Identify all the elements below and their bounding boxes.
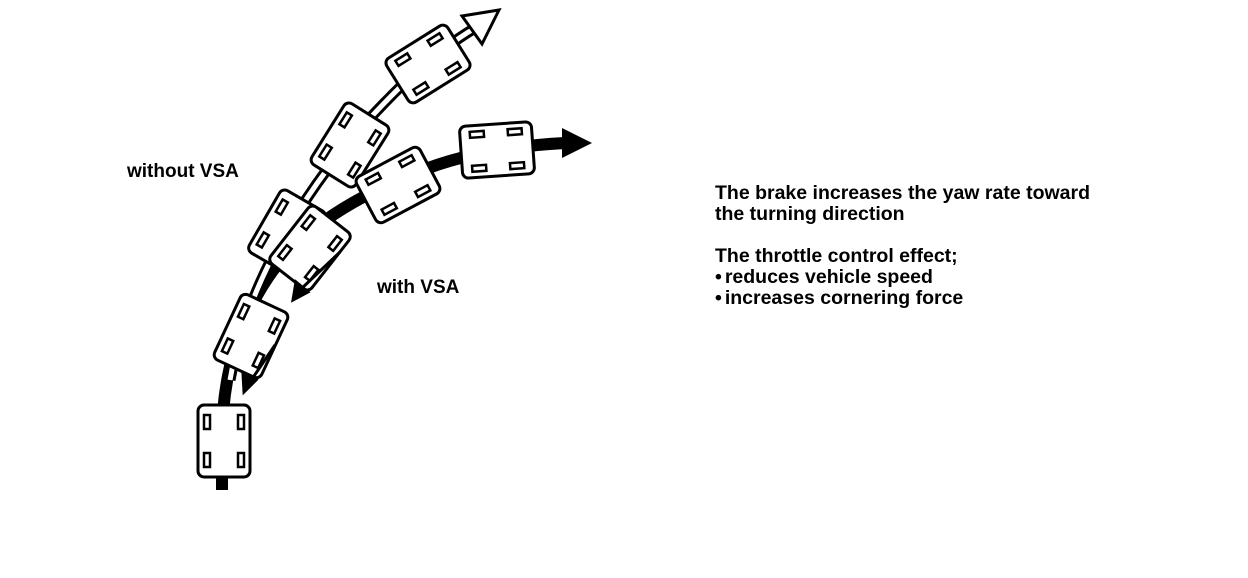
brake-force-arrow-2 bbox=[241, 344, 277, 396]
throttle-title: The throttle control effect; bbox=[715, 245, 958, 267]
brake-line-1: The brake increases the yaw rate toward bbox=[715, 182, 1090, 204]
bullet-item-speed: reduces vehicle speed bbox=[715, 267, 1090, 288]
brake-force-arrow-1 bbox=[291, 250, 342, 303]
with-vsa-label: with VSA bbox=[377, 277, 460, 298]
car-with-4 bbox=[457, 120, 537, 180]
description-block: The brake increases the yaw rate toward … bbox=[715, 183, 1090, 309]
with-vsa-arrowhead bbox=[562, 128, 592, 158]
without-vsa-arrowhead bbox=[459, 8, 502, 47]
brake-line-2: the turning direction bbox=[715, 203, 905, 225]
without-vsa-label: without VSA bbox=[127, 161, 239, 182]
car-start bbox=[196, 403, 252, 479]
bullet-item-cornering: increases cornering force bbox=[715, 288, 1090, 309]
